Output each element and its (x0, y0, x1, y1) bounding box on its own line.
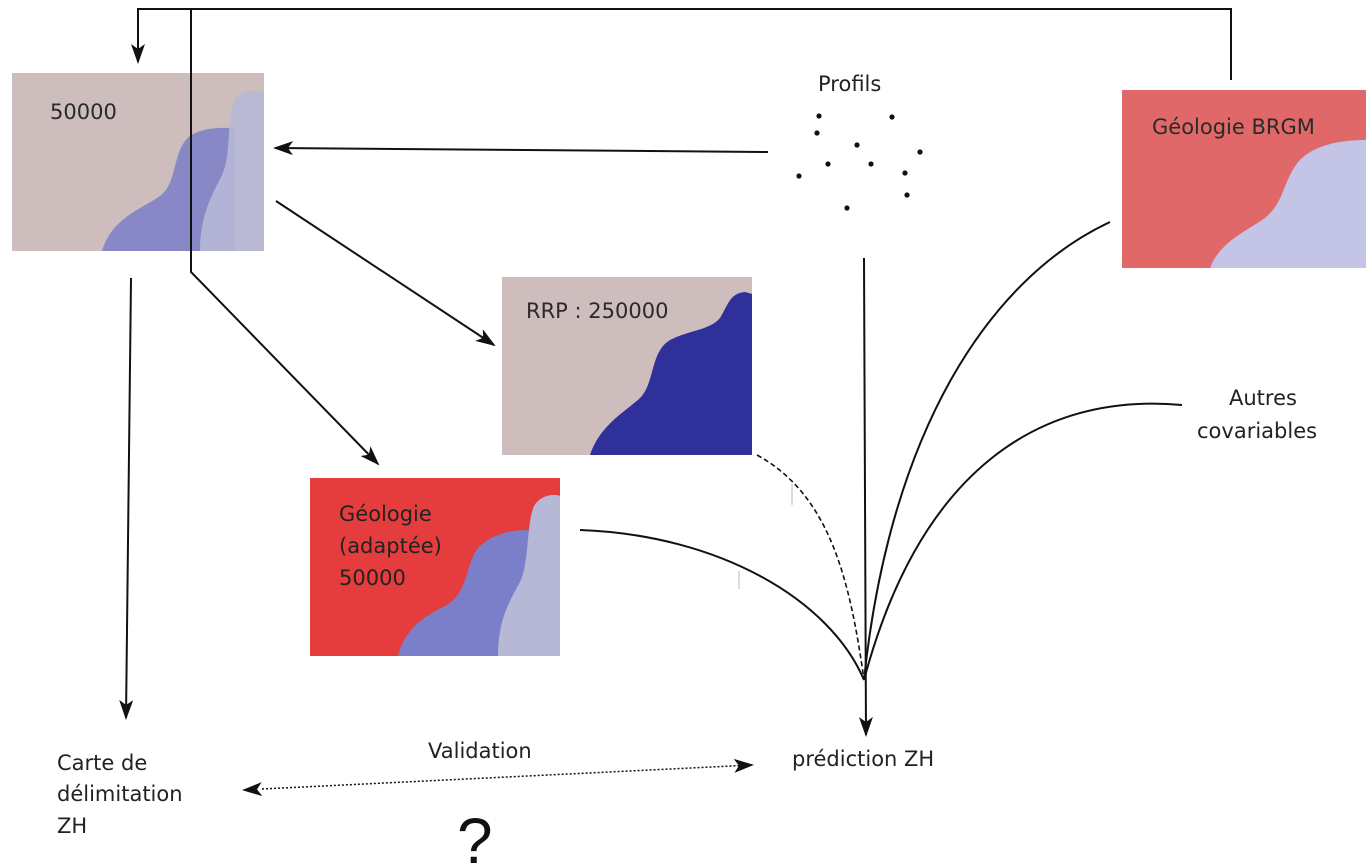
question-mark: ? (457, 805, 493, 868)
map-geologie-adaptee-line-3: 50000 (339, 566, 406, 590)
map-geologie-adaptee: Géologie (adaptée) 50000 (310, 478, 560, 656)
map-geologie-brgm: Géologie BRGM (1122, 90, 1366, 268)
map-50000-label: 50000 (50, 100, 117, 124)
carte-delimitation-line-2: délimitation (57, 782, 183, 806)
carte-delimitation-line-1: Carte de (57, 751, 147, 775)
autres-covariables-line-2: covariables (1197, 419, 1317, 443)
arrow-50000-to-carte (119, 277, 134, 720)
shape-light-lavender (498, 494, 560, 656)
arrow-validation-to-prediction (261, 758, 754, 790)
map-rrp-250000: RRP : 250000 (502, 277, 752, 455)
curve-geologie-adaptee-to-prediction (579, 529, 865, 681)
curve-brgm-to-prediction (863, 221, 1111, 681)
shape-medium-blue (398, 530, 530, 656)
arrow-50000-to-rrp (275, 200, 496, 347)
map-brgm-label: Géologie BRGM (1152, 115, 1315, 139)
profil-point (889, 114, 895, 120)
profil-point (816, 113, 822, 119)
map-geologie-adaptee-line-2: (adaptée) (339, 534, 442, 558)
map-geologie-adaptee-line-1: Géologie (339, 502, 432, 526)
arrow-profils-to-prediction (858, 257, 873, 737)
shape-dark-blue (590, 292, 752, 455)
profil-point (904, 192, 910, 198)
shape-medium-blue (102, 127, 235, 251)
map-rrp-label: RRP : 250000 (526, 299, 668, 323)
curve-covariables-to-prediction (863, 402, 1183, 681)
profil-point (825, 161, 831, 167)
profil-point (844, 205, 850, 211)
prediction-zh-label: prédiction ZH (792, 747, 934, 771)
profil-point (796, 173, 802, 179)
shape-light-lavender (1210, 140, 1366, 268)
map-50000: 50000 (12, 73, 264, 251)
curve-rrp-to-prediction (756, 454, 865, 681)
profil-point (854, 142, 860, 148)
arrow-profils-to-50000 (273, 141, 769, 156)
profils-label: Profils (818, 72, 881, 96)
profil-point (917, 149, 923, 155)
carte-delimitation-line-3: ZH (57, 814, 87, 838)
profil-point (868, 161, 874, 167)
arrow-50000-to-geologie-adaptee (190, 9, 380, 466)
arrow-brgm-to-50000 (131, 8, 1232, 80)
autres-covariables-line-1: Autres (1229, 386, 1297, 410)
profil-point (902, 170, 908, 176)
profil-point (814, 130, 820, 136)
profils-points (796, 113, 923, 211)
shape-light-lavender (200, 90, 264, 251)
validation-label: Validation (428, 739, 532, 763)
